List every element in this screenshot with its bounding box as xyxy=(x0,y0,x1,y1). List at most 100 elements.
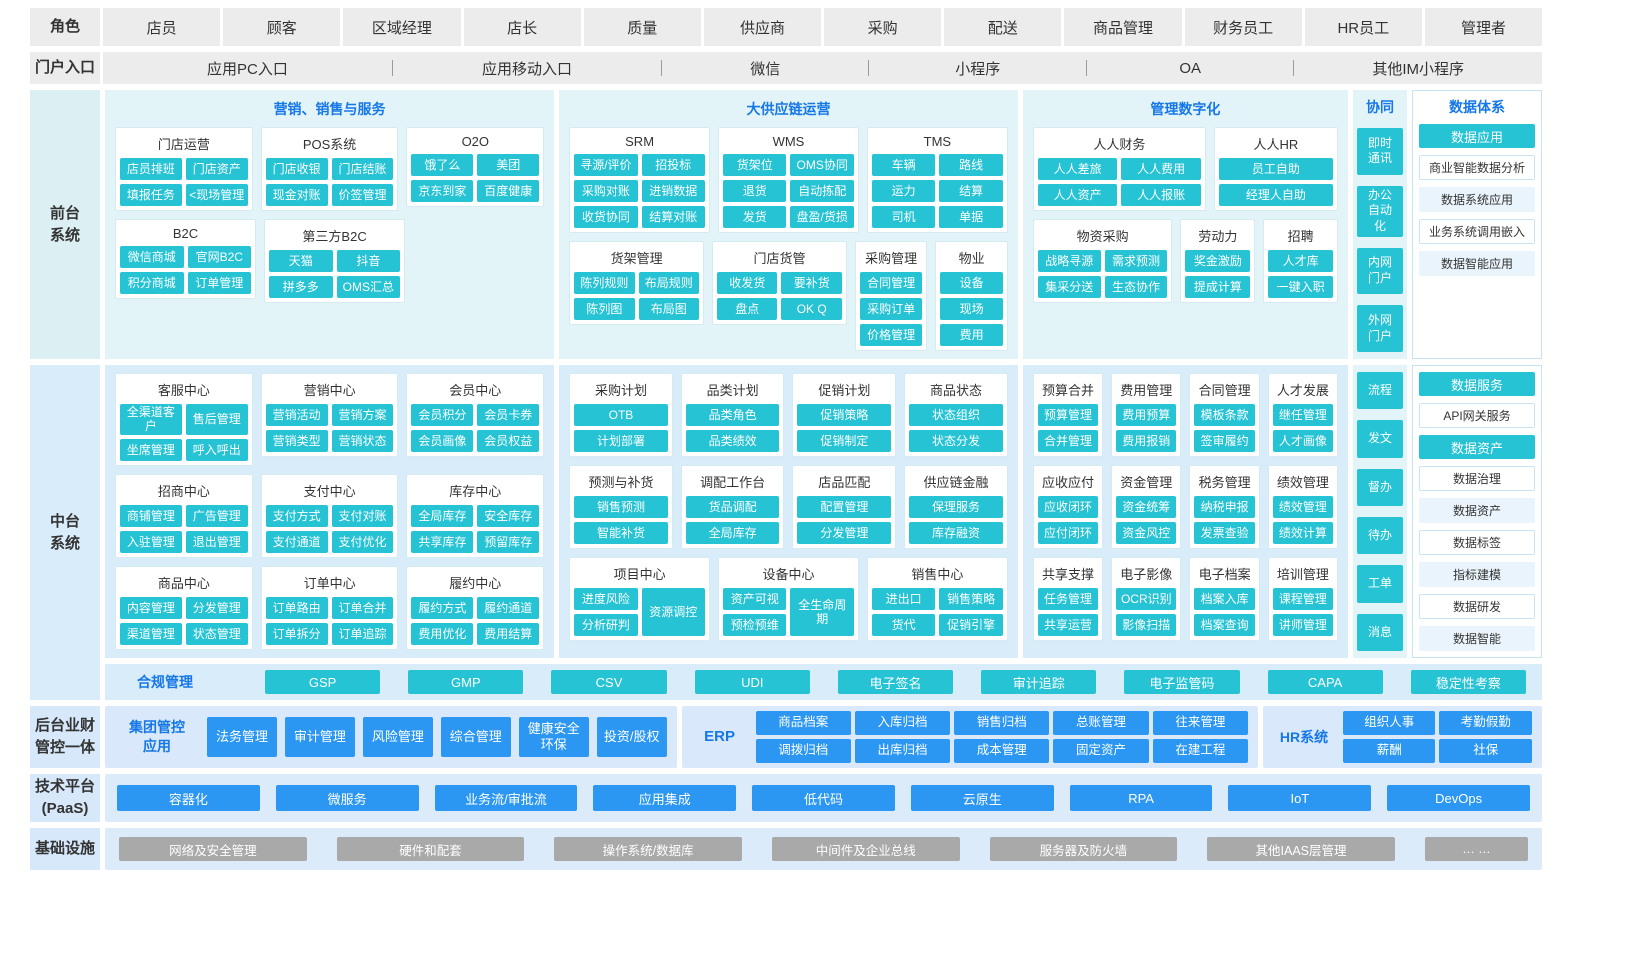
group-grid: 员工自助经理人自助 xyxy=(1218,158,1333,206)
module-group: 订单中心订单路由订单合并订单拆分订单追踪 xyxy=(260,565,399,650)
group-title: WMS xyxy=(772,134,805,149)
compliance-button: 电子监管码 xyxy=(1124,670,1240,694)
group-grid: 费用预算费用报销 xyxy=(1116,404,1177,452)
module-button: 品类绩效 xyxy=(685,430,780,452)
module-button: OK Q xyxy=(781,298,842,320)
module-button: 人人报账 xyxy=(1121,184,1201,206)
backend-label: 后台业财 管控一体 xyxy=(30,706,100,768)
module-button: 状态分发 xyxy=(909,430,1003,452)
group-control-panel: 集团管控 应用法务管理审计管理风险管理综合管理健康安全环保投资/股权 xyxy=(105,706,677,768)
group-grid: 全局库存安全库存共享库存预留库存 xyxy=(411,504,540,553)
module-button: 进度风险 xyxy=(574,588,638,610)
module-group: 物资采购战略寻源需求预测集采分送生态协作 xyxy=(1032,219,1173,303)
group-grid: OCR识别影像扫描 xyxy=(1116,588,1177,636)
module-button: 费用结算 xyxy=(477,622,540,645)
module-button: 招投标 xyxy=(641,154,706,176)
group-title: 采购计划 xyxy=(594,383,647,398)
group-grid: 任务管理共享运营 xyxy=(1037,588,1099,636)
module-group: 合同管理模板条款签审履约 xyxy=(1189,373,1260,457)
module-button: 结算对账 xyxy=(641,206,706,228)
module-button: 一键入职 xyxy=(1268,276,1334,298)
module-group: 货架管理陈列规则布局规则陈列图布局图 xyxy=(569,241,705,325)
module-button: 微信商城 xyxy=(120,246,184,268)
group-title: 商品状态 xyxy=(929,383,982,398)
module-group: 人人财务人人差旅人人费用人人资产人人报账 xyxy=(1032,127,1206,211)
module-button: 饿了么 xyxy=(411,154,474,176)
module-button: 营销方案 xyxy=(331,404,394,426)
group-grid: 履约方式履约通道费用优化费用结算 xyxy=(411,596,540,645)
collab-button: 内网门户 xyxy=(1357,247,1403,295)
paas-button: 低代码 xyxy=(752,785,895,811)
module-group: 应收应付应收闭环应付闭环 xyxy=(1032,465,1104,549)
module-button: 应收闭环 xyxy=(1037,496,1099,518)
compliance-button: 稳定性考察 xyxy=(1410,670,1526,694)
module-button: 布局规则 xyxy=(638,272,700,294)
group-grid: 配置管理分发管理 xyxy=(797,496,892,544)
erp-button: 调拨归档 xyxy=(755,739,851,763)
group-title: 履约中心 xyxy=(449,575,502,591)
module-button: 门店结账 xyxy=(331,158,394,180)
group-title: 促销计划 xyxy=(818,383,871,398)
module-button: 订单管理 xyxy=(187,272,252,294)
module-button: 收货协同 xyxy=(574,206,638,228)
side-button: 工单 xyxy=(1357,565,1403,603)
module-button: 会员积分 xyxy=(411,404,474,426)
group-title: 品类计划 xyxy=(706,383,759,398)
group-title: 物业 xyxy=(958,251,985,266)
module-button: 要补货 xyxy=(781,272,842,294)
module-button: 官网B2C xyxy=(187,246,252,268)
group-row: 应收应付应收闭环应付闭环资金管理资金统筹资金风控税务管理纳税申报发票查验绩效管理… xyxy=(1032,465,1339,549)
group-title: 预测与补货 xyxy=(588,475,654,490)
module-button: 员工自助 xyxy=(1218,158,1333,180)
group-title: 招聘 xyxy=(1287,229,1314,244)
module-button: 盘点 xyxy=(717,298,778,320)
infra-button: … … xyxy=(1424,837,1529,861)
group-grid: 纳税申报发票查验 xyxy=(1194,496,1255,544)
module-button: 自动拣配 xyxy=(790,180,854,202)
module-group: 项目中心进度风险分析研判资源调控 xyxy=(569,557,711,641)
role-cell: 采购 xyxy=(824,8,942,46)
group-grid: 预算管理合并管理 xyxy=(1037,404,1099,452)
module-group: 税务管理纳税申报发票查验 xyxy=(1189,465,1260,549)
midplatform-label: 中台 系统 xyxy=(30,365,100,700)
group-title: 货架管理 xyxy=(610,251,663,266)
module-button: 门店资产 xyxy=(185,158,248,180)
module-button: 生态协作 xyxy=(1104,276,1168,298)
module-button: 提成计算 xyxy=(1185,276,1251,298)
module-button: 销售预测 xyxy=(574,496,668,518)
group-grid: 继任管理人才画像 xyxy=(1272,404,1334,452)
group-grid: 设备现场费用 xyxy=(940,272,1003,346)
module-button: 档案查询 xyxy=(1194,614,1255,636)
module-button: 配置管理 xyxy=(797,496,892,518)
module-button: 货架位 xyxy=(723,154,787,176)
portal-entry: 应用PC入口 xyxy=(207,60,288,78)
module-button: 共享库存 xyxy=(411,530,474,553)
module-button: 分发管理 xyxy=(185,596,248,619)
module-group: 供应链金融保理服务库存融资 xyxy=(904,465,1008,549)
group-title: 绩效管理 xyxy=(1276,475,1329,490)
group-grid: 资产可视预检预维全生命周期 xyxy=(723,588,854,636)
portal-label: 门户入口 xyxy=(30,52,100,84)
module-button: 天猫 xyxy=(269,250,333,272)
module-button: 设备 xyxy=(940,272,1003,294)
portal-entry: 其他IM小程序 xyxy=(1372,60,1465,78)
module-button: 人才库 xyxy=(1268,250,1334,272)
hr-panel: HR系统组织人事考勤假勤薪酬社保 xyxy=(1262,706,1542,768)
group-grid: 销售预测智能补货 xyxy=(574,496,668,544)
module-button: 安全库存 xyxy=(477,504,540,527)
module-button: 入驻管理 xyxy=(120,530,182,553)
erp-button: 出库归档 xyxy=(854,739,951,763)
module-button: 退货 xyxy=(723,180,787,202)
module-button: 费用优化 xyxy=(411,622,474,645)
module-button: 课程管理 xyxy=(1272,588,1334,610)
infra-button: 网络及安全管理 xyxy=(119,837,307,861)
